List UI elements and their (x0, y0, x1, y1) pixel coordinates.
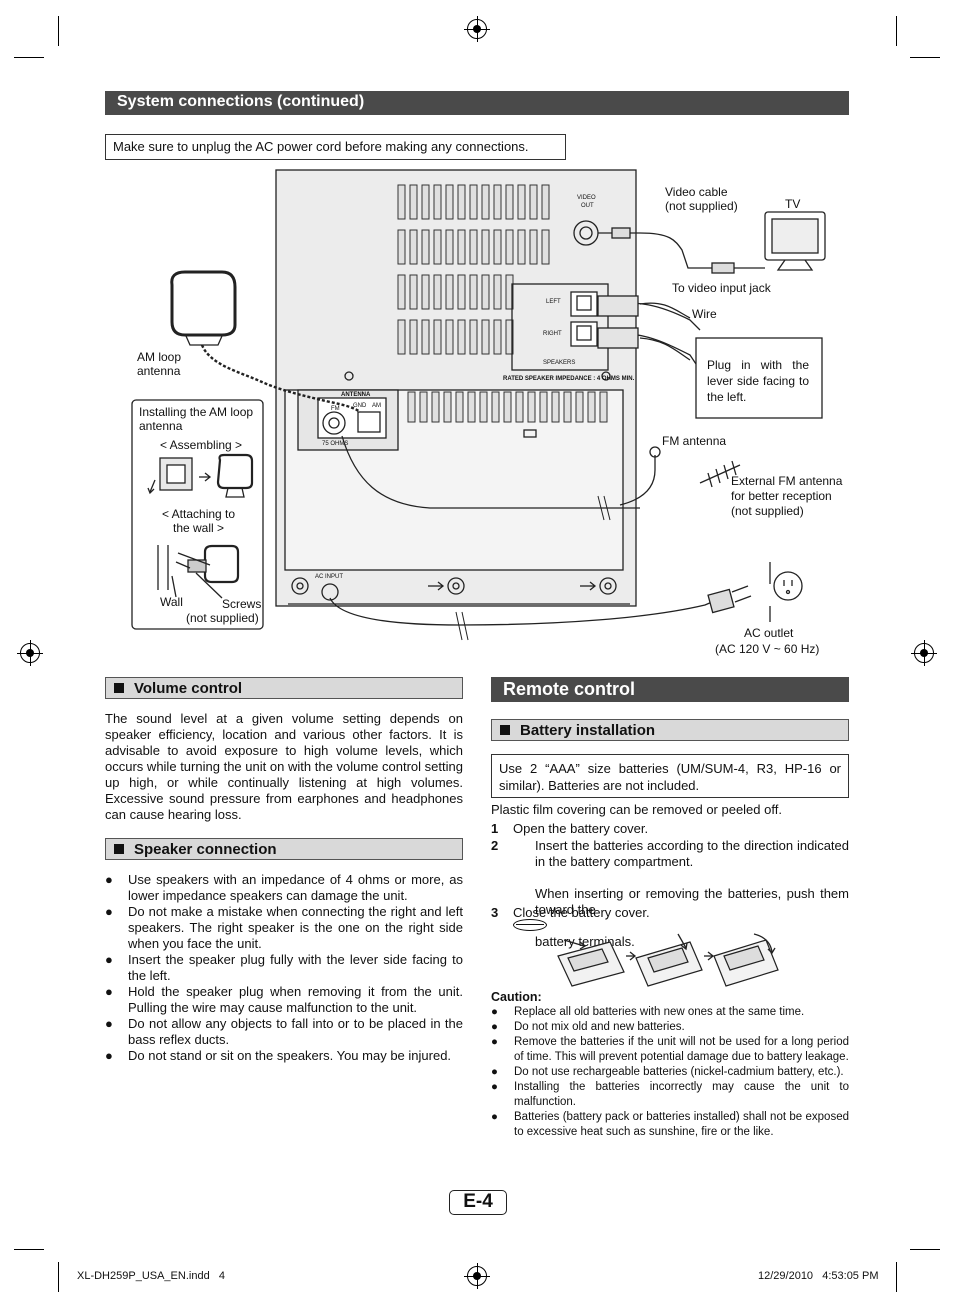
connection-diagram: VIDEO OUT LEFT RIGHT SPEAKERS RATED SPEA… (131, 169, 826, 641)
fm-antenna-label: FM antenna (662, 434, 727, 448)
video-out-label: VIDEO (577, 195, 596, 201)
square-bullet-icon (114, 683, 124, 693)
installing-title: antenna (139, 419, 183, 433)
volume-text: The sound level at a given volume settin… (105, 711, 463, 822)
ac-spec-label: (AC 120 V ~ 60 Hz) (715, 642, 820, 656)
ext-fm-label: External FM antenna (731, 474, 843, 488)
list-item: ●Replace all old batteries with new ones… (491, 1006, 805, 1018)
list-item: ●Do not mix old and new batteries. (491, 1021, 685, 1033)
footer-date: 12/29/2010 4:53:05 PM (758, 1270, 879, 1282)
ext-fm-label: for better reception (731, 489, 832, 503)
crop-mark (14, 1249, 44, 1250)
video-cable-note: (not supplied) (665, 199, 738, 213)
rated-impedance-label: RATED SPEAKER IMPEDANCE : 4 OHMS MIN. (503, 376, 635, 382)
list-item: ●Do not allow any objects to fall into o… (105, 1016, 463, 1047)
am-loop-label: antenna (137, 364, 181, 378)
list-item: ●Installing the batteries incorrectly ma… (491, 1081, 849, 1108)
remote-title: Remote control (491, 677, 849, 702)
tv-label: TV (785, 197, 801, 211)
list-item: ●Batteries (battery pack or batteries in… (491, 1111, 849, 1138)
video-input-label: To video input jack (672, 281, 771, 295)
ext-fm-label: (not supplied) (731, 504, 804, 518)
footer-file: XL-DH259P_USA_EN.indd 4 (77, 1270, 225, 1282)
crop-mark (58, 1262, 59, 1292)
am-label: AM (372, 403, 381, 409)
video-out-label: OUT (581, 203, 594, 209)
section-header: System connections (continued) (105, 91, 849, 115)
list-item: ●Do not stand or sit on the speakers. Yo… (105, 1048, 452, 1063)
crop-mark (910, 1249, 940, 1250)
registration-mark-icon (464, 16, 490, 42)
volume-heading: Volume control (105, 677, 463, 699)
ac-outlet-label: AC outlet (744, 626, 794, 640)
list-item: ●Do not use rechargeable batteries (nick… (491, 1066, 844, 1078)
crop-mark (58, 16, 59, 46)
caution-list: ●Replace all old batteries with new ones… (491, 1005, 849, 1140)
list-item: ●Insert the speaker plug fully with the … (105, 952, 463, 983)
registration-mark-icon (17, 640, 43, 666)
film-note: Plastic film covering can be removed or … (491, 802, 782, 817)
list-item: ●Do not make a mistake when connecting t… (105, 904, 463, 951)
attaching-label: the wall > (173, 521, 225, 535)
square-bullet-icon (500, 725, 510, 735)
attaching-label: < Attaching to (162, 507, 236, 521)
gnd-label: GND (353, 403, 367, 409)
speaker-heading: Speaker connection (105, 838, 463, 860)
antenna-panel-label: ANTENNA (341, 392, 371, 398)
registration-mark-icon (464, 1263, 490, 1289)
speaker-heading-text: Speaker connection (134, 841, 277, 858)
crop-mark (896, 1262, 897, 1292)
battery-note: Use 2 “AAA” size batteries (UM/SUM-4, R3… (491, 754, 849, 798)
installing-title: Installing the AM loop (139, 405, 254, 419)
speaker-list: ●Use speakers with an impedance of 4 ohm… (105, 872, 463, 1064)
remote-battery-illustration (557, 933, 779, 987)
registration-mark-icon (911, 640, 937, 666)
square-bullet-icon (114, 844, 124, 854)
list-item: ●Hold the speaker plug when removing it … (105, 984, 463, 1015)
ac-input-label: AC INPUT (315, 574, 343, 580)
crop-mark (14, 57, 44, 58)
plug-note: Plug in with the lever side facing to th… (707, 358, 809, 404)
fm-label: FM (331, 406, 340, 412)
volume-heading-text: Volume control (134, 680, 243, 697)
wall-label: Wall (160, 595, 183, 609)
ohms-label: 75 OHMS (322, 441, 348, 447)
video-cable-label: Video cable (665, 185, 728, 199)
warning-note: Make sure to unplug the AC power cord be… (105, 134, 566, 160)
screws-note: (not supplied) (186, 611, 259, 625)
crop-mark (896, 16, 897, 46)
speaker-left-label: LEFT (546, 299, 561, 305)
list-item: ●Use speakers with an impedance of 4 ohm… (105, 872, 463, 903)
screws-label: Screws (222, 597, 262, 611)
page-number: E-4 (449, 1190, 507, 1215)
crop-mark (910, 57, 940, 58)
am-loop-label: AM loop (137, 350, 182, 364)
wire-label: Wire (692, 307, 717, 321)
list-item: ●Remove the batteries if the unit will n… (491, 1036, 849, 1063)
speakers-label: SPEAKERS (543, 360, 575, 366)
assembling-label: < Assembling > (160, 438, 243, 452)
speaker-right-label: RIGHT (543, 331, 562, 337)
battery-heading-text: Battery installation (520, 722, 656, 739)
caution-label: Caution: (491, 990, 542, 1004)
battery-heading: Battery installation (491, 719, 849, 741)
minus-terminal-icon (513, 919, 547, 931)
